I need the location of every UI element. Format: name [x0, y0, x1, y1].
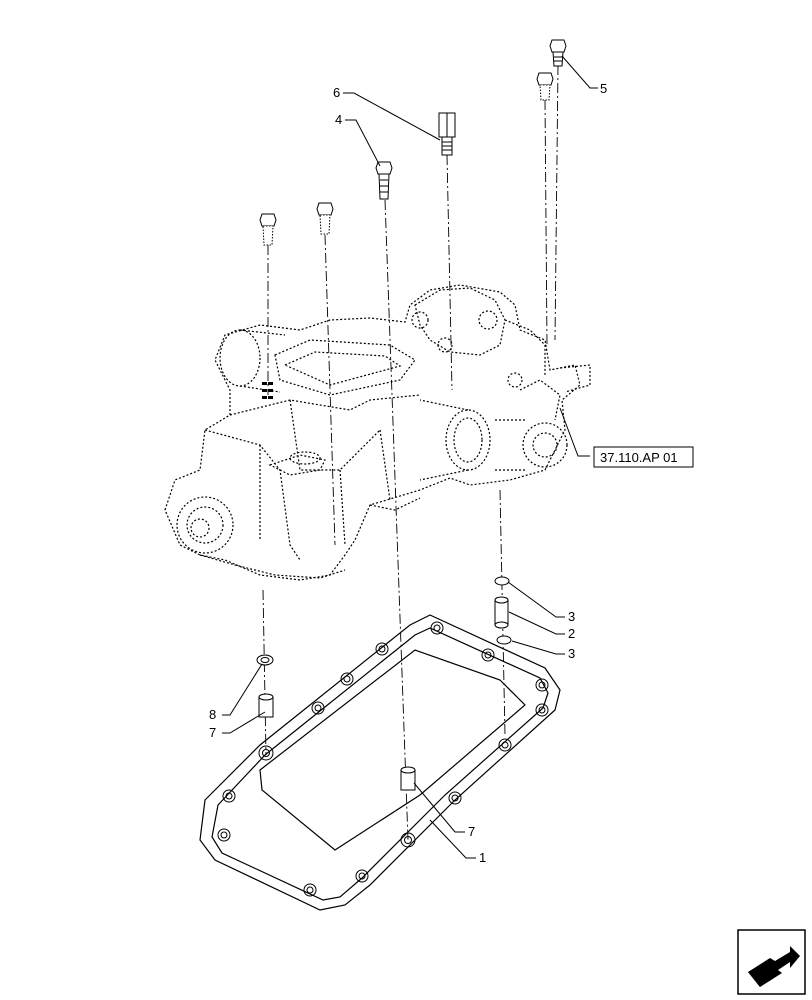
bolts [259, 39, 567, 246]
bolt-right-2 [536, 72, 554, 101]
bolt-item-4 [375, 161, 393, 200]
next-page-arrow-icon[interactable] [737, 929, 806, 995]
callout-3-upper: 3 [568, 609, 575, 624]
bolt-item-5 [549, 39, 567, 67]
reference-label: 37.110.AP 01 [600, 450, 678, 465]
bolt-left-1 [259, 213, 277, 246]
callout-6: 6 [333, 85, 340, 100]
callout-7-right: 7 [468, 824, 475, 839]
callout-1: 1 [479, 850, 486, 865]
seals-and-bushings [256, 576, 512, 791]
callout-8: 8 [209, 707, 216, 722]
callout-5: 5 [600, 81, 607, 96]
transmission-housing [164, 284, 591, 581]
reference-link[interactable]: 37.110.AP 01 [593, 446, 694, 468]
oil-pan-gasket [199, 614, 561, 911]
callout-7-left: 7 [209, 725, 216, 740]
housing-markings [262, 382, 273, 399]
callout-4: 4 [335, 112, 342, 127]
gasket-bolt-holes [217, 621, 549, 897]
callout-3-lower: 3 [568, 646, 575, 661]
reference-box [593, 446, 694, 468]
bolt-left-2 [316, 202, 334, 235]
callout-2: 2 [568, 626, 575, 641]
bolt-item-6 [438, 112, 456, 156]
leader-lines [222, 55, 598, 859]
callout-labels: 6 4 5 3 2 3 8 7 7 1 [209, 81, 607, 865]
